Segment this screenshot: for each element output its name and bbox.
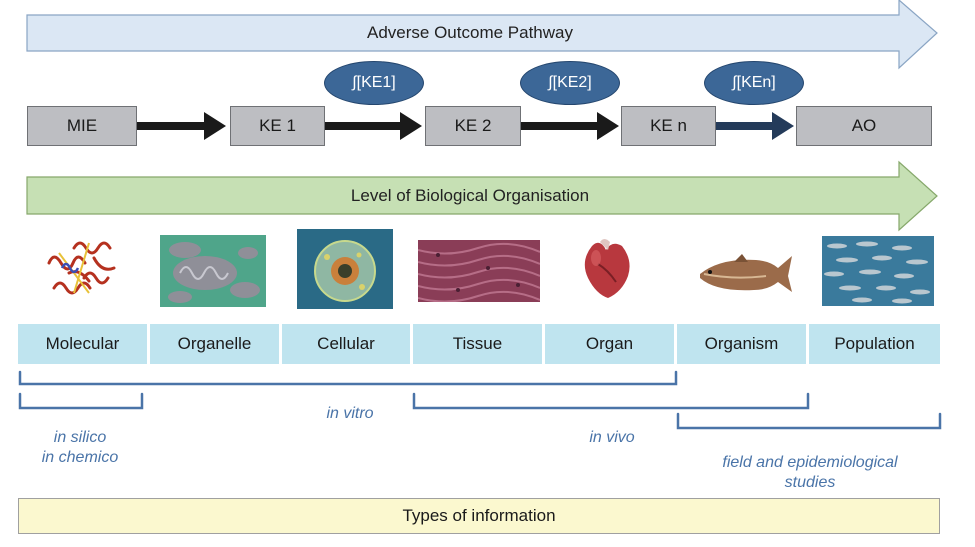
- aop-arrow: Adverse Outcome Pathway: [0, 0, 975, 70]
- level-molecular: Molecular: [18, 324, 147, 364]
- label-field-line1: field and epidemiological: [722, 454, 898, 471]
- label-in-chemico: in chemico: [41, 449, 119, 466]
- level-cellular: Cellular: [282, 324, 410, 364]
- aop-title: Adverse Outcome Pathway: [367, 23, 573, 42]
- label-in-silico: in silico: [53, 429, 107, 446]
- level-organism: Organism: [677, 324, 806, 364]
- types-of-information: Types of information: [18, 498, 940, 534]
- mitochondria-icon: [160, 235, 266, 307]
- arrow-ke1-ke2: [325, 112, 422, 140]
- level-tissue: Tissue: [413, 324, 542, 364]
- label-in-vivo: in vivo: [589, 429, 635, 446]
- heart-icon: [584, 239, 630, 298]
- cell-icon: [297, 229, 393, 309]
- node-ke1: KE 1: [230, 106, 325, 146]
- node-mie: MIE: [27, 106, 137, 146]
- information-brackets: [18, 370, 942, 430]
- arrow-ke2-ken: [521, 112, 619, 140]
- bracket-in-vitro: [18, 370, 678, 386]
- arrow-ken-ao: [716, 112, 794, 140]
- node-ao: AO: [796, 106, 932, 146]
- relationship-ke2: ∫[KE2]: [520, 61, 620, 105]
- protein-structure-icon: [47, 241, 116, 295]
- label-in-vitro: in vitro: [326, 405, 374, 422]
- relationship-ke1: ∫[KE1]: [324, 61, 424, 105]
- label-field-line2: studies: [784, 474, 836, 491]
- organisation-title: Level of Biological Organisation: [350, 186, 590, 205]
- relationship-ken: ∫[KEn]: [704, 61, 804, 105]
- node-ken: KE n: [621, 106, 716, 146]
- arrow-mie-ke1: [136, 112, 226, 140]
- tissue-icon: [418, 240, 540, 302]
- level-organ: Organ: [545, 324, 674, 364]
- organisation-arrow: Level of Biological Organisation: [0, 160, 975, 232]
- pathway-arrows: [136, 112, 794, 140]
- level-organelle: Organelle: [150, 324, 279, 364]
- node-ke2: KE 2: [425, 106, 521, 146]
- bracket-field: [676, 412, 942, 430]
- level-population: Population: [809, 324, 940, 364]
- fish-school-icon: [822, 236, 934, 306]
- bracket-in-silico: [18, 392, 144, 410]
- bracket-in-vivo: [412, 392, 810, 410]
- fish-icon: [700, 254, 792, 292]
